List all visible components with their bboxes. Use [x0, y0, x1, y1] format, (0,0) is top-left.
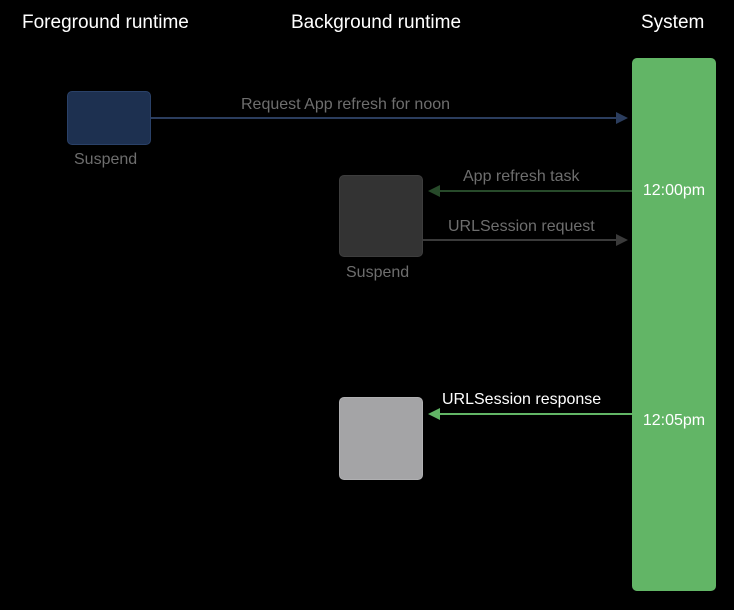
system-time-noon: 12:00pm: [642, 182, 706, 199]
system-time-five-past: 12:05pm: [642, 412, 706, 429]
arrow-label-app-refresh-task: App refresh task: [463, 168, 580, 185]
background-suspend-label: Suspend: [346, 264, 410, 281]
arrow-label-urlsession-request: URLSession request: [448, 218, 595, 235]
arrow-app-refresh-task: [428, 185, 632, 197]
arrow-urlsession-response: [428, 408, 632, 420]
background-app-box-suspended: [339, 175, 423, 257]
arrow-request-app-refresh: [151, 112, 628, 124]
foreground-suspend-label: Suspend: [74, 151, 138, 168]
arrow-label-urlsession-response: URLSession response: [442, 391, 602, 408]
system-header: System: [641, 12, 705, 33]
arrow-label-request-app-refresh: Request App refresh for noon: [241, 96, 451, 113]
background-app-box-active: [339, 397, 423, 480]
foreground-app-box: [67, 91, 151, 145]
foreground-runtime-header: Foreground runtime: [22, 12, 189, 33]
arrow-urlsession-request: [423, 234, 628, 246]
background-runtime-header: Background runtime: [291, 12, 462, 33]
system-timeline-bar: [632, 58, 716, 591]
